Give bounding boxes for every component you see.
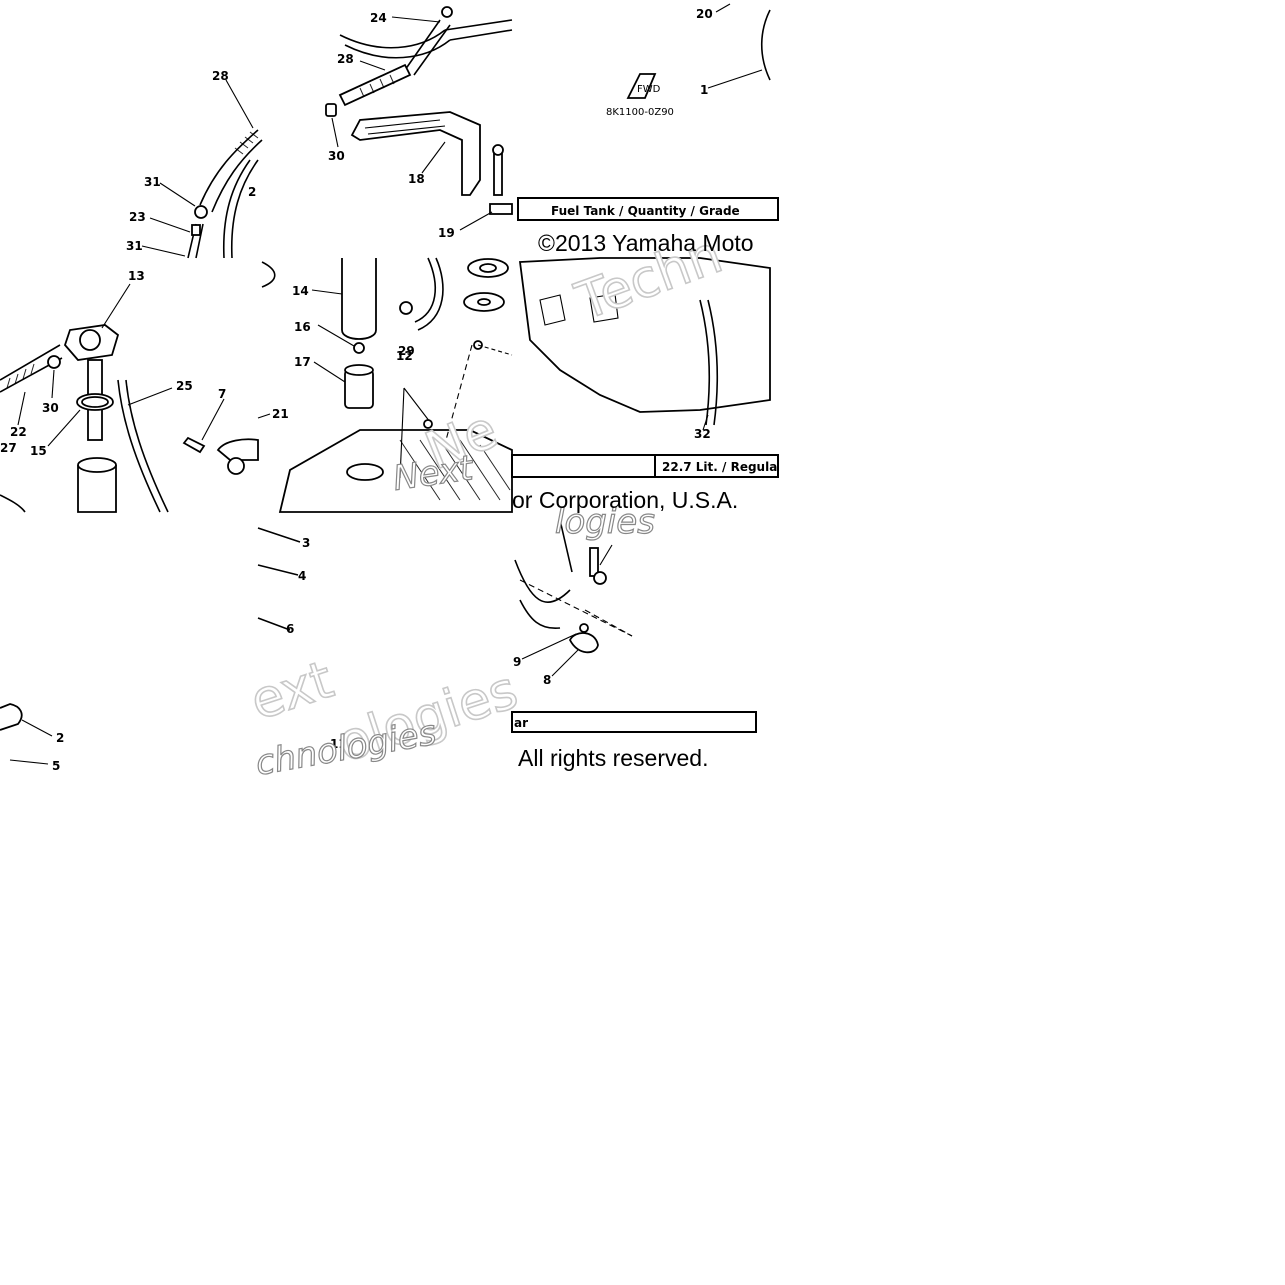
- callout-9: 9: [513, 655, 521, 669]
- callout-4: 4: [298, 569, 306, 583]
- callout-18: 18: [408, 172, 425, 186]
- copyright-line-2: All rights reserved.: [518, 745, 708, 771]
- tile-hoses-left: [141, 79, 263, 259]
- callout-12: 12: [396, 349, 413, 363]
- copyright-line-1a: ©2013 Yamaha Moto: [538, 230, 754, 256]
- copyright: ©2013 Yamaha Moto or Corporation, U.S.A.…: [512, 230, 754, 771]
- callout-20: 20: [696, 7, 713, 21]
- tile-mount-bolts: [514, 519, 633, 677]
- callout-24: 24: [370, 11, 387, 25]
- spec-header: Fuel Tank / Quantity / Grade: [551, 204, 740, 218]
- callout-6: 6: [286, 622, 294, 636]
- callout-28: 28: [212, 69, 229, 83]
- callout-31: 31: [126, 239, 143, 253]
- copyright-line-1b: or Corporation, U.S.A.: [512, 487, 738, 513]
- tile-sender-filter: [261, 257, 513, 513]
- callout-31: 31: [144, 175, 161, 189]
- callout-21: 21: [272, 407, 289, 421]
- spec-value-tail: ar: [514, 716, 528, 730]
- callout-22: 22: [10, 425, 27, 439]
- tile-tank-body: [445, 257, 771, 441]
- callout-28: 28: [337, 52, 354, 66]
- callout-13: 13: [128, 269, 145, 283]
- callout-23: 23: [129, 210, 146, 224]
- callout-29: 29: [398, 344, 415, 358]
- callout-2: 2: [56, 731, 64, 745]
- callout-5: 5: [52, 759, 60, 773]
- watermark-text: Next: [391, 448, 477, 499]
- callout-27: 27: [0, 441, 17, 455]
- callout-2: 2: [248, 185, 256, 199]
- callout-11: 11: [330, 737, 347, 751]
- spec-table: Fuel Tank / Quantity / Grade 22.7 Lit. /…: [511, 197, 779, 733]
- tile-tank-top: FWD 8K1100-0Z90: [606, 3, 771, 118]
- callout-3: 3: [302, 536, 310, 550]
- callout-30: 30: [328, 149, 345, 163]
- callout-30: 30: [42, 401, 59, 415]
- callout-16: 16: [294, 320, 311, 334]
- callout-32: 32: [694, 427, 711, 441]
- tile-bracket-center: [325, 6, 513, 231]
- watermark-text: logies: [555, 502, 655, 542]
- callout-19: 19: [438, 226, 455, 240]
- callout-labels: 24 20 28 28 2 1 30 31 23 31 18 19 13 14 …: [0, 7, 713, 773]
- fwd-arrow-icon: FWD: [626, 73, 661, 99]
- callout-15: 15: [30, 444, 47, 458]
- tile-gauge-unit: [0, 283, 271, 513]
- part-code: 8K1100-0Z90: [606, 107, 674, 118]
- callout-1: 1: [700, 83, 708, 97]
- callout-8: 8: [543, 673, 551, 687]
- spec-value: 22.7 Lit. / Regula: [662, 460, 777, 474]
- callout-7: 7: [218, 387, 226, 401]
- callout-25: 25: [176, 379, 193, 393]
- callout-17: 17: [294, 355, 311, 369]
- watermark-text: ext: [243, 650, 340, 732]
- svg-text:FWD: FWD: [637, 84, 661, 95]
- tile-cap: [0, 527, 301, 765]
- callout-14: 14: [292, 284, 309, 298]
